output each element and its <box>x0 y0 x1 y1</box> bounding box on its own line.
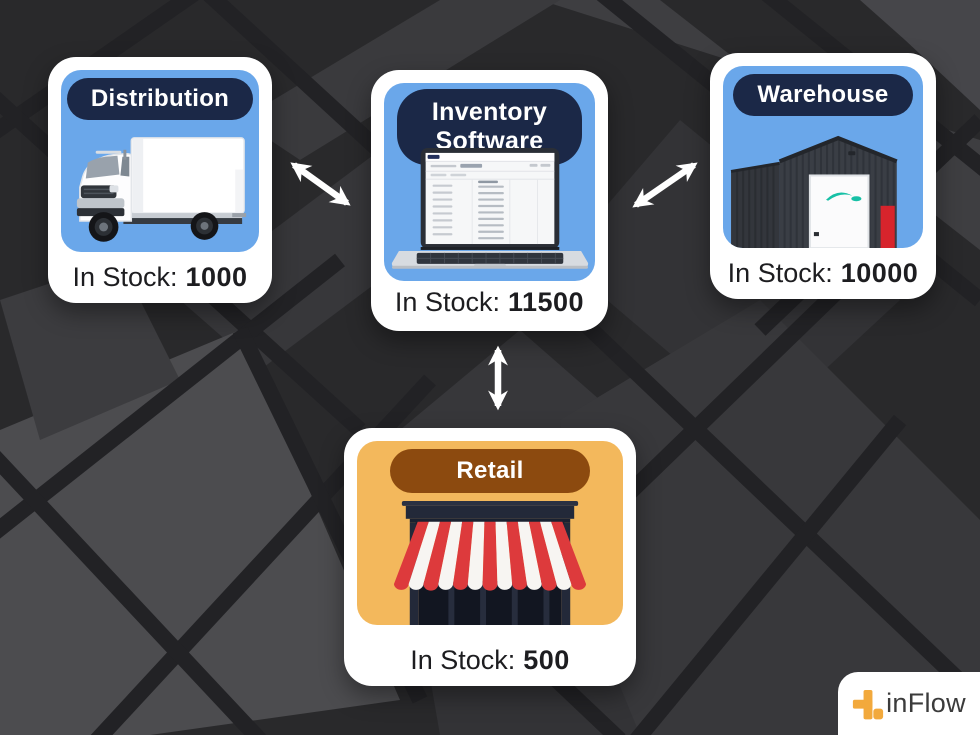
inventory-stock-value: 11500 <box>507 287 585 317</box>
distribution-label-pill: Distribution <box>66 78 254 120</box>
retail-tile: Retail <box>357 441 623 625</box>
retail-label-pill: Retail <box>390 449 590 493</box>
distribution-label: Distribution <box>90 85 230 112</box>
retail-label: Retail <box>456 457 524 484</box>
warehouse-stock: In Stock: 10000 <box>710 258 936 289</box>
retail-stock-label: In Stock: <box>410 645 516 675</box>
laptop-image <box>391 148 588 270</box>
distribution-stock: In Stock: 1000 <box>48 262 272 293</box>
warehouse-stock-label: In Stock: <box>727 258 833 288</box>
warehouse-label: Warehouse <box>757 81 889 108</box>
inflow-logo-icon <box>852 689 884 719</box>
inventory-tile: Inventory Software <box>384 83 595 281</box>
distribution-stock-value: 1000 <box>185 262 248 292</box>
truck-image <box>76 137 247 243</box>
distribution-stock-label: In Stock: <box>72 262 178 292</box>
warehouse-image <box>730 135 898 248</box>
retail-card: Retail <box>344 428 636 686</box>
inflow-logo-badge: inFlow <box>838 672 980 735</box>
inventory-label: Inventory Software <box>431 98 548 155</box>
warehouse-tile: Warehouse <box>723 66 923 248</box>
warehouse-label-pill: Warehouse <box>733 74 913 116</box>
distribution-card: Distribution <box>48 57 272 303</box>
retail-stock-value: 500 <box>523 645 570 675</box>
warehouse-card: Warehouse In St <box>710 53 936 299</box>
inventory-stock: In Stock: 11500 <box>371 287 608 318</box>
inventory-software-card: Inventory Software <box>371 70 608 331</box>
retail-stock: In Stock: 500 <box>344 645 636 676</box>
warehouse-stock-value: 10000 <box>840 258 919 288</box>
inventory-stock-label: In Stock: <box>394 287 500 317</box>
distribution-tile: Distribution <box>61 70 259 252</box>
storefront-image <box>393 501 587 625</box>
inflow-logo-text: inFlow <box>886 688 966 718</box>
